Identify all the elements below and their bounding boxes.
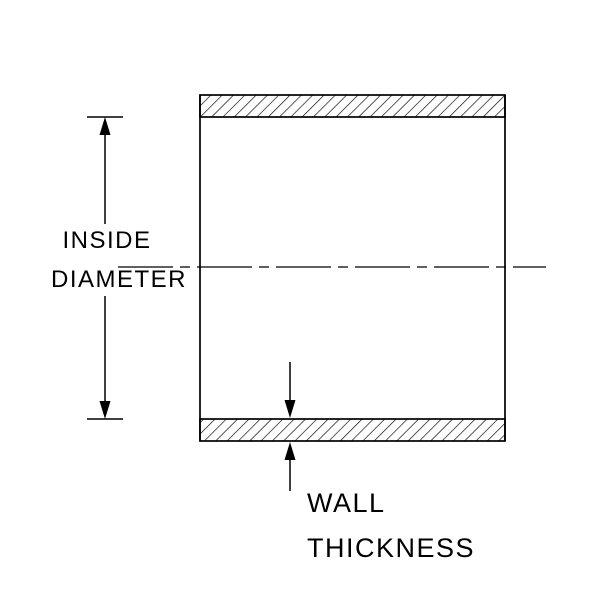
bottom-wall-hatch <box>199 418 506 442</box>
labels: INSIDE DIAMETER WALL THICKNESS <box>51 227 475 563</box>
inside-diameter-arrow-down-icon <box>99 401 111 419</box>
wall-thickness-label-line2: THICKNESS <box>307 533 475 563</box>
inside-diameter-arrow-up-icon <box>99 117 111 135</box>
inside-diameter-label-line1: INSIDE <box>62 227 151 254</box>
wall-thickness-label-line1: WALL <box>307 488 386 518</box>
top-wall-hatch <box>199 94 506 118</box>
wall-thickness-arrow-up-icon <box>284 442 296 460</box>
inside-diameter-label-line2: DIAMETER <box>51 266 187 293</box>
wall-thickness-arrow-down-icon <box>284 400 296 418</box>
drawing-lines <box>87 94 546 491</box>
arrowheads <box>99 117 296 460</box>
